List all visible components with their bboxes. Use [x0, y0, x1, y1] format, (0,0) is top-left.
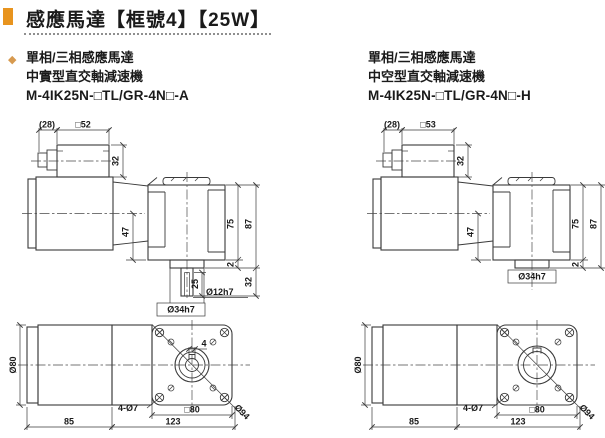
diagonal-dimension: Ø94 — [496, 324, 597, 421]
side-view-drawing-solid-shaft: (28) □52 32 — [22, 120, 260, 317]
dim-label-75: 75 — [571, 219, 581, 229]
right-model-number: M-4IK25N-□TL/GR-4N□-H — [368, 88, 532, 103]
front-view-drawing-solid-shaft: 4 Ø94 4-Ø7 □80 85 123 Ø80 — [8, 320, 252, 431]
dim-25-group: 25 — [190, 269, 206, 300]
holes-callout: 4-Ø7 — [118, 398, 159, 413]
right-dimension-chain: 75 2 87 32 — [194, 181, 260, 300]
page-title: 感應馬達【框號4】【25W】 — [26, 10, 271, 31]
left-model-number: M-4IK25N-□TL/GR-4N□-A — [26, 88, 190, 103]
holes-callout: 4-Ø7 — [463, 398, 504, 413]
dim-label-47: 47 — [466, 227, 476, 237]
holes-count-label: 4-Ø7 — [463, 403, 483, 413]
motor-body — [22, 176, 149, 251]
dim-label-75: 75 — [226, 219, 236, 229]
shaft-labels: Ø12h7 Ø34h7 — [156, 268, 248, 317]
motor-body — [363, 320, 595, 412]
right-type-line: 中空型直交軸減速機 — [368, 69, 486, 84]
title-underline — [24, 33, 271, 35]
dim-32-top-group: 32 — [111, 141, 127, 181]
assembly-screws — [167, 338, 217, 392]
dim-label-d94: Ø94 — [578, 402, 597, 421]
dim-label-32-top: 32 — [111, 156, 121, 166]
holes-count-label: 4-Ø7 — [118, 403, 138, 413]
gearhead-body — [147, 172, 226, 298]
dim-label-85: 85 — [64, 417, 74, 427]
dim-47-group: 47 — [121, 210, 146, 264]
dim-label-keyway-4: 4 — [201, 339, 206, 349]
shaft-center-detail: 4 — [174, 339, 210, 383]
gear-flange-face: 4 Ø94 — [151, 324, 252, 421]
front-view-drawing-hollow-shaft: Ø94 4-Ø7 □80 85 123 Ø80 — [353, 320, 597, 431]
cable-gland — [37, 152, 48, 168]
side-view-drawing-hollow-shaft: (28) □53 32 — [367, 120, 605, 290]
dim-label-d94: Ø94 — [233, 402, 252, 421]
dim-label-25: 25 — [190, 279, 200, 289]
diamond-bullet-icon: ◆ — [8, 54, 17, 66]
dim-label-123: 123 — [510, 417, 525, 427]
boss-diameter-label: Ø34h7 — [518, 272, 546, 282]
cable-gland — [382, 152, 393, 168]
dim-label-85: 85 — [409, 417, 419, 427]
dim-label-sq80: □80 — [529, 405, 544, 415]
dim-label-87: 87 — [589, 219, 599, 229]
dim-label-2: 2 — [571, 262, 581, 267]
dim-sq80-group: □80 — [493, 405, 581, 419]
left-phase-line: 單相/三相感應馬達 — [26, 50, 134, 65]
left-type-line: 中實型直交軸減速機 — [26, 69, 144, 84]
hollow-boss: Ø34h7 — [507, 259, 557, 284]
dim-label-d80: Ø80 — [8, 356, 18, 373]
dim-label-87: 87 — [244, 219, 254, 229]
output-shaft — [169, 259, 205, 297]
shaft-diameter-label: Ø12h7 — [206, 287, 234, 297]
section-bullet — [3, 8, 13, 25]
hollow-bore-detail — [517, 345, 557, 385]
assembly-screws — [512, 338, 562, 392]
bottom-dimensions: 85 123 — [23, 406, 239, 431]
motor-body — [367, 176, 494, 251]
terminal-box — [376, 144, 460, 178]
dim-label-sq80: □80 — [184, 405, 199, 415]
boss-diameter-label: Ø34h7 — [167, 305, 195, 315]
dim-label-32-top: 32 — [456, 156, 466, 166]
motor-body — [18, 320, 250, 412]
right-column-header: 單相/三相感應馬達 中空型直交軸減速機 M-4IK25N-□TL/GR-4N□-… — [368, 48, 531, 105]
dim-label-sq53: □53 — [420, 120, 435, 130]
dim-d80-group: Ø80 — [353, 321, 371, 409]
right-phase-line: 單相/三相感應馬達 — [368, 50, 476, 65]
top-dimension-group: (28) □53 — [380, 120, 458, 152]
dim-32-top-group: 32 — [456, 141, 472, 181]
dim-label-47: 47 — [121, 227, 131, 237]
dim-label-123: 123 — [165, 417, 180, 427]
dim-label-2: 2 — [226, 262, 236, 267]
dim-label-28: (28) — [384, 120, 400, 130]
gear-flange-face: Ø94 — [496, 324, 597, 421]
terminal-box — [31, 144, 115, 178]
dim-label-d80: Ø80 — [353, 356, 363, 373]
dim-47-group: 47 — [466, 210, 491, 264]
top-dimension-group: (28) □52 — [35, 120, 113, 152]
bottom-dimensions: 85 123 — [368, 406, 584, 431]
dim-label-sq52: □52 — [75, 120, 90, 130]
right-dimension-chain: 75 2 87 — [550, 181, 605, 272]
dim-label-32-bottom: 32 — [244, 277, 254, 287]
dim-label-28: (28) — [39, 120, 55, 130]
dim-d80-group: Ø80 — [8, 321, 26, 409]
dim-sq80-group: □80 — [148, 405, 236, 419]
left-column-header: 單相/三相感應馬達 中實型直交軸減速機 M-4IK25N-□TL/GR-4N□-… — [26, 48, 189, 105]
